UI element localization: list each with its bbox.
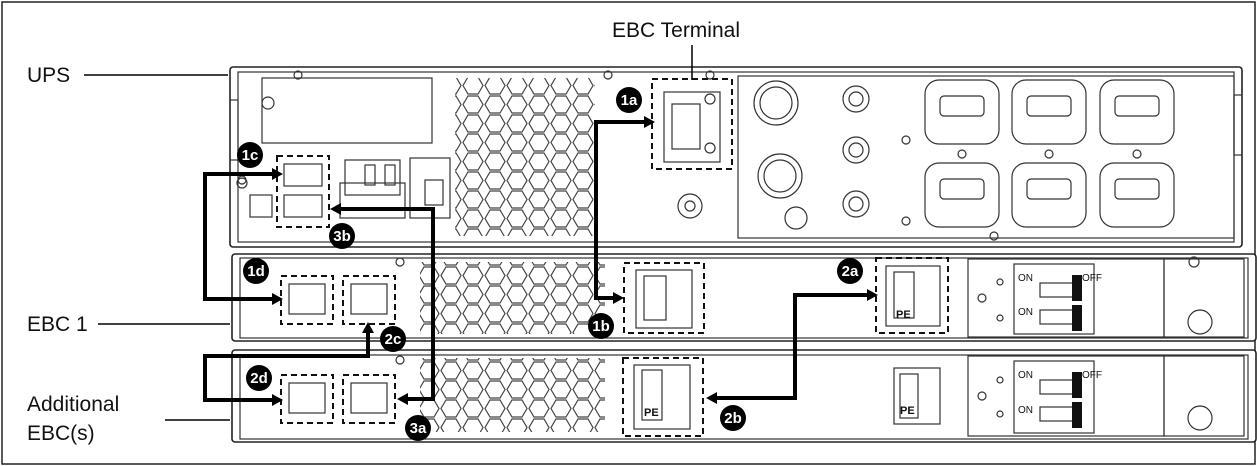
cable-2a-2b (715, 293, 870, 400)
addl-breaker-on-2: ON (1018, 405, 1033, 416)
ebc1-breaker-off-1: OFF (1082, 273, 1102, 284)
badge-3b: 3b (329, 223, 355, 249)
svg-text:1c: 1c (242, 147, 259, 164)
badge-1c: 1c (237, 142, 263, 168)
ebc1-terminal-2a-highlight (875, 257, 949, 334)
badge-2b: 2b (720, 405, 746, 431)
cable-2c-2d (203, 329, 370, 402)
ebc-terminal-label: EBC Terminal (612, 19, 740, 42)
ebc1-breaker-on-1: ON (1018, 273, 1033, 284)
ebc1-port-1d (288, 283, 326, 315)
ups-port-3b (283, 194, 323, 218)
ac-outlets (924, 79, 1175, 241)
badge-1d: 1d (243, 258, 269, 284)
badge-1b: 1b (588, 313, 614, 339)
ebc1-port-2c (350, 283, 388, 315)
addl-terminal-2b-highlight (622, 357, 704, 437)
addl-breaker-off-1: OFF (1082, 370, 1102, 381)
cable-3a-3b (338, 207, 435, 401)
addl-pe-label-right: PE (900, 405, 915, 417)
svg-text:1a: 1a (621, 92, 638, 109)
additional-label-line2: EBC(s) (27, 422, 95, 445)
ups-vent (455, 78, 595, 236)
svg-text:3a: 3a (410, 420, 427, 437)
svg-text:2a: 2a (842, 263, 859, 280)
additional-label-line1: Additional (27, 393, 119, 416)
ebc1-breaker-on-2: ON (1018, 307, 1033, 318)
addl-pe-label-left: PE (644, 407, 659, 419)
addl-breaker-on-1: ON (1018, 370, 1033, 381)
connection-cables (203, 116, 878, 406)
cable-1c-1d (203, 172, 276, 301)
ups-unit (229, 66, 1243, 248)
addl-port-2d (288, 382, 326, 414)
svg-text:2b: 2b (724, 410, 742, 427)
badge-2c: 2c (380, 326, 406, 352)
svg-text:1b: 1b (592, 318, 610, 335)
ebc1-pe-label: PE (896, 309, 911, 321)
ups-label: UPS (27, 64, 70, 87)
ebc1-unit: PE ON OFF ON (231, 253, 1257, 342)
badge-3a: 3a (405, 415, 431, 441)
svg-text:3b: 3b (333, 228, 351, 245)
cable-1a-1b (594, 120, 648, 300)
ebc1-label: EBC 1 (27, 313, 88, 336)
svg-text:2c: 2c (385, 331, 402, 348)
badge-2a: 2a (837, 258, 863, 284)
ups-port-1c (283, 163, 323, 187)
addl-port-3a (350, 382, 388, 414)
svg-text:2d: 2d (250, 370, 268, 387)
badge-1a: 1a (616, 87, 642, 113)
badge-2d: 2d (246, 365, 272, 391)
svg-text:1d: 1d (247, 263, 265, 280)
